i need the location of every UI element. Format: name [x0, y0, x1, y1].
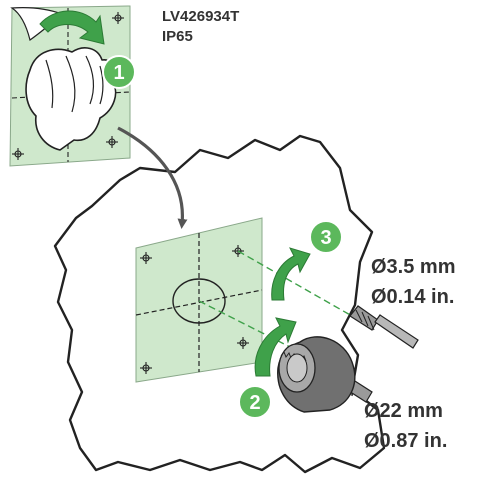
hand-illustration [25, 47, 117, 151]
hole-saw-diameter-mm: Ø22 mm [364, 400, 443, 422]
svg-text:2: 2 [249, 392, 260, 414]
step-1-badge: 1 [102, 55, 136, 89]
drill-diameter-in: Ø0.14 in. [371, 286, 455, 308]
drill-bit-icon [349, 305, 419, 349]
product-reference: LV426934T [162, 8, 240, 25]
saw-guide-line [198, 300, 301, 353]
peel-arrow [39, 10, 105, 45]
protection-rating: IP65 [162, 28, 193, 45]
hole-saw-diameter-in: Ø0.87 in. [364, 430, 448, 452]
drill-rotation-arrow [271, 247, 311, 301]
drill-diameter-mm: Ø3.5 mm [371, 256, 456, 278]
step-3-badge: 3 [309, 220, 343, 254]
hole-saw-icon [277, 336, 373, 413]
mounted-template [135, 217, 263, 383]
svg-text:3: 3 [320, 227, 331, 249]
step-2-badge: 2 [238, 385, 272, 419]
svg-text:1: 1 [113, 62, 124, 84]
saw-rotation-arrow [254, 317, 297, 377]
transfer-arrow [117, 126, 188, 229]
